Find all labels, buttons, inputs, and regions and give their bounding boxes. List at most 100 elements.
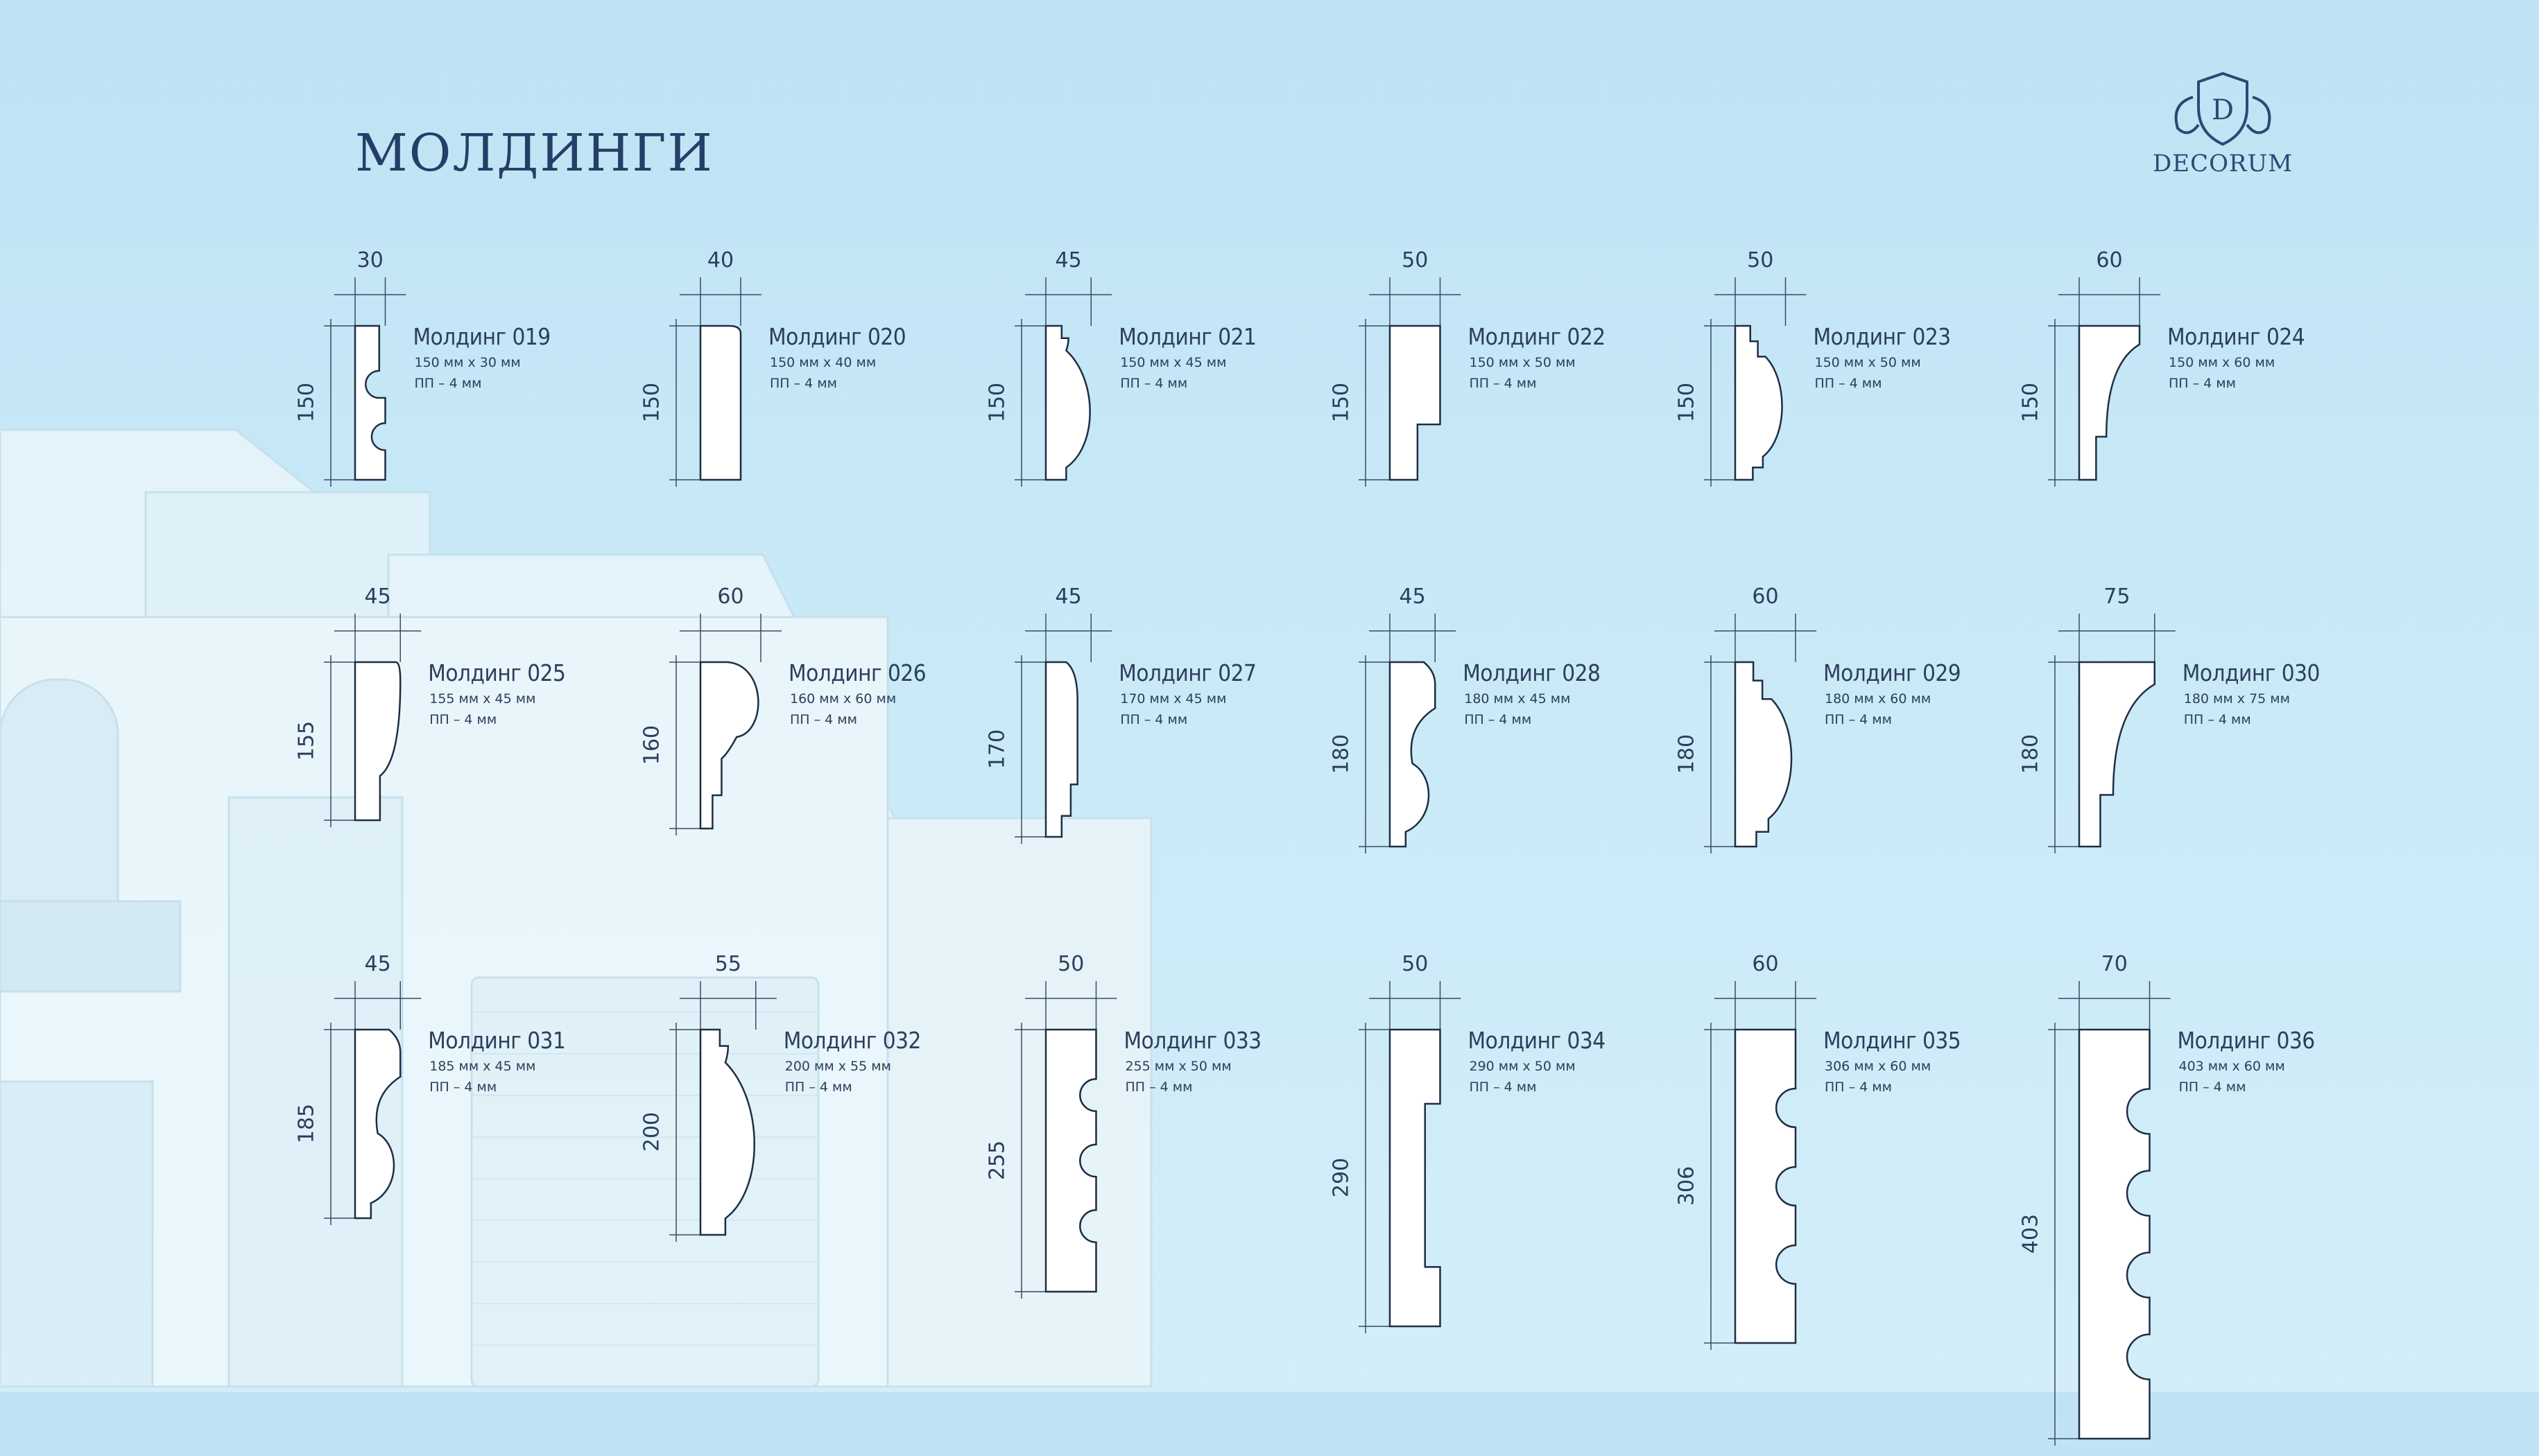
molding-material: ПП – 4 мм [1469,376,1537,391]
brand-initial: D [2212,94,2234,126]
width-dimension-label: 45 [1055,248,1082,272]
molding-material: ПП – 4 мм [414,376,482,391]
profile-shape [354,324,386,481]
profile-shape [1734,324,1783,481]
molding-name: Молдинг 022 [1468,323,1606,350]
profile-shape [699,1028,755,1236]
molding-material: ПП – 4 мм [1125,1080,1193,1095]
molding-name: Молдинг 031 [428,1027,566,1054]
molding-size: 150 мм х 50 мм [1814,355,1921,370]
profile-drawing [669,614,782,835]
height-dimension-label: 200 [639,1111,664,1152]
height-dimension-label: 306 [1674,1165,1699,1206]
molding-size: 306 мм х 60 мм [1825,1059,1931,1074]
profile-shape [1044,324,1091,481]
height-dimension-label: 180 [1329,734,1354,774]
molding-size: 180 мм х 60 мм [1825,691,1931,707]
profile-drawing [324,614,422,827]
width-dimension-label: 60 [1752,584,1779,609]
molding-size: 155 мм х 45 мм [429,691,536,707]
brand-logo: D DECORUM [2150,69,2296,187]
molding-material: ПП – 4 мм [2178,1080,2246,1095]
molding-size: 290 мм х 50 мм [1469,1059,1576,1074]
width-dimension-label: 50 [1058,952,1085,976]
molding-name: Молдинг 036 [2177,1027,2316,1054]
height-dimension-label: 150 [1329,382,1354,423]
profile-shape [699,661,759,830]
profile-drawing [1359,614,1456,853]
molding-name: Молдинг 025 [428,659,566,686]
height-dimension-label: 180 [1674,734,1699,774]
profile-shape [2078,1028,2151,1440]
molding-material: ПП – 4 мм [1814,376,1882,391]
width-dimension-label: 50 [1402,952,1429,976]
molding-name: Молдинг 019 [413,323,551,350]
molding-material: ПП – 4 мм [429,1080,497,1095]
profile-shape [1388,1028,1441,1328]
molding-material: ПП – 4 мм [1464,712,1532,727]
molding-name: Молдинг 024 [2167,323,2305,350]
molding-name: Молдинг 021 [1119,323,1257,350]
profile-drawing [324,277,406,487]
molding-material: ПП – 4 мм [2169,376,2236,391]
profile-shape [1734,661,1793,848]
molding-size: 150 мм х 60 мм [2169,355,2275,370]
molding-name: Молдинг 035 [1823,1027,1961,1054]
profile-drawing [1015,277,1112,487]
molding-size: 255 мм х 50 мм [1125,1059,1232,1074]
height-dimension-label: 155 [294,720,319,761]
width-dimension-label: 30 [356,248,384,272]
molding-size: 185 мм х 45 мм [429,1059,536,1074]
molding-name: Молдинг 034 [1468,1027,1606,1054]
profile-shape [699,324,742,481]
molding-size: 150 мм х 30 мм [414,355,521,370]
width-dimension-label: 60 [717,584,744,609]
width-dimension-label: 60 [2096,248,2123,272]
molding-size: 170 мм х 45 мм [1120,691,1227,707]
house-illustration [0,428,1153,1388]
height-dimension-label: 150 [1674,382,1699,423]
profile-drawing [2048,277,2160,487]
profile-shape [1044,1028,1097,1293]
molding-name: Молдинг 029 [1823,659,1961,686]
molding-name: Молдинг 020 [768,323,906,350]
molding-size: 160 мм х 60 мм [790,691,897,707]
molding-material: ПП – 4 мм [1120,712,1188,727]
profile-drawing [1359,981,1461,1333]
profile-shape [1388,661,1436,848]
profile-drawing [1704,277,1807,487]
molding-material: ПП – 4 мм [1120,376,1188,391]
profile-shape [354,1028,402,1220]
height-dimension-label: 180 [2018,734,2043,774]
profile-drawing [1359,277,1461,487]
crest-icon: D [2174,71,2271,146]
profile-shape [1388,324,1441,481]
profile-shape [1044,661,1078,838]
profile-drawing [2048,614,2176,853]
profile-shape [1734,1028,1797,1344]
width-dimension-label: 45 [364,952,391,976]
profile-drawing [669,277,761,487]
molding-name: Молдинг 027 [1119,659,1257,686]
profile-drawing [1704,981,1816,1350]
molding-material: ПП – 4 мм [770,376,837,391]
profile-shape [2078,324,2141,481]
molding-material: ПП – 4 мм [429,712,497,727]
height-dimension-label: 170 [985,729,1010,770]
width-dimension-label: 40 [707,248,734,272]
page-title: МОЛДИНГИ [355,123,714,183]
height-dimension-label: 150 [2018,382,2043,423]
profile-drawing [324,981,422,1225]
profile-drawing [1704,614,1816,853]
molding-name: Молдинг 033 [1124,1027,1262,1054]
height-dimension-label: 150 [639,382,664,423]
molding-name: Молдинг 030 [2182,659,2321,686]
height-dimension-label: 150 [985,382,1010,423]
height-dimension-label: 160 [639,725,664,765]
molding-name: Молдинг 032 [783,1027,922,1054]
molding-size: 200 мм х 55 мм [784,1059,891,1074]
molding-material: ПП – 4 мм [1825,1080,1892,1095]
profile-shape [2078,661,2155,848]
molding-name: Молдинг 026 [789,659,927,686]
width-dimension-label: 70 [2101,952,2128,976]
